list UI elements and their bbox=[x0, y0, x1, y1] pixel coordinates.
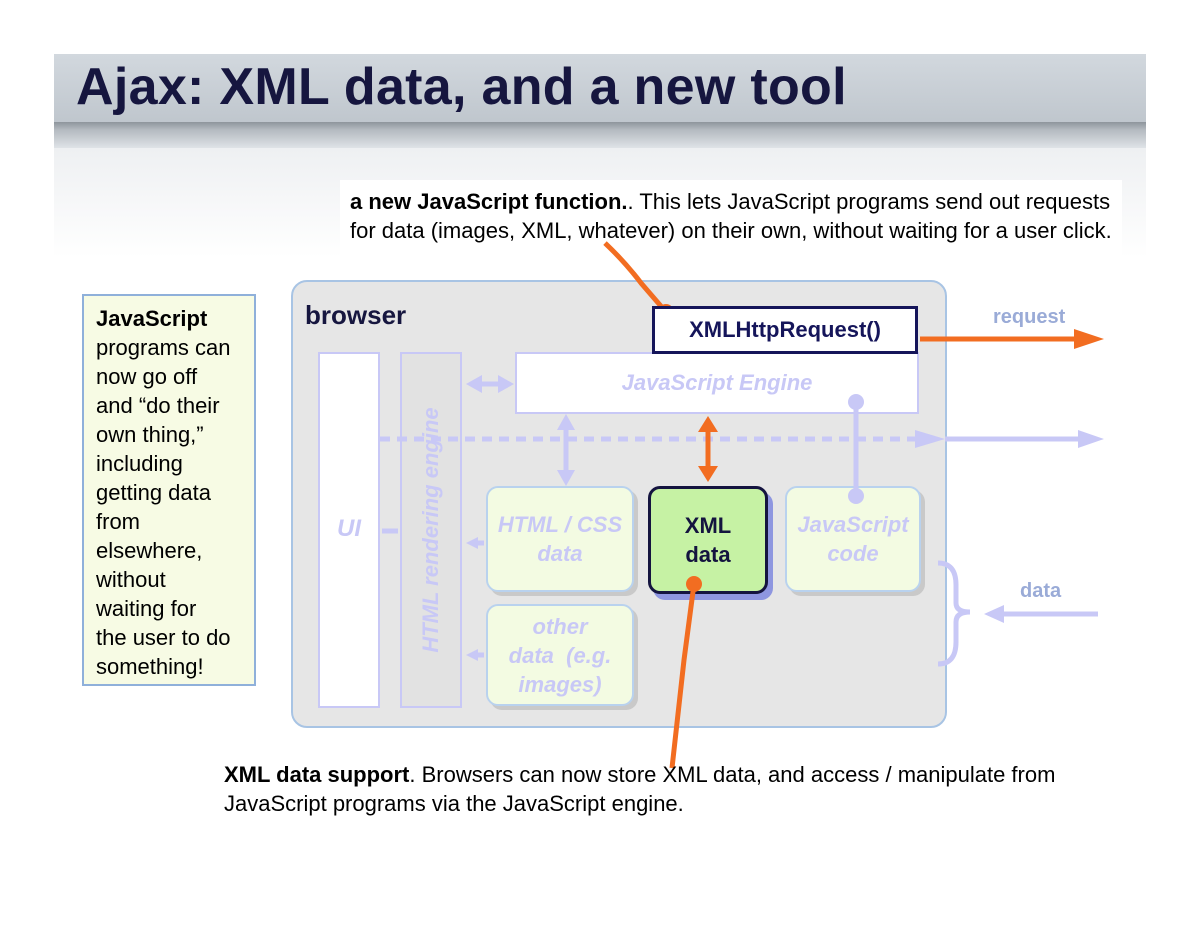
title-bar bbox=[54, 54, 1146, 124]
js-code-label: code bbox=[827, 541, 879, 566]
ui-label: UI bbox=[337, 515, 361, 542]
html-css-label: HTML / CSS bbox=[497, 512, 623, 537]
html-css-card: HTML / CSS data bbox=[486, 486, 634, 592]
side-note-lead: JavaScript bbox=[96, 306, 208, 331]
side-note-line: waiting for bbox=[96, 596, 197, 621]
side-note-line: getting data bbox=[96, 480, 211, 505]
connector-dot bbox=[848, 394, 864, 410]
arrowhead-icon bbox=[466, 537, 478, 549]
connector-dot bbox=[848, 488, 864, 504]
request-arrowhead-icon bbox=[1074, 329, 1104, 349]
ui-panel bbox=[318, 352, 380, 708]
callout-xml-text: . Browsers can now store XML data, and a… bbox=[224, 762, 1056, 816]
side-note-line: now go off bbox=[96, 364, 198, 389]
title-rule bbox=[54, 122, 1146, 148]
side-note-line: own thing,” bbox=[96, 422, 204, 447]
side-note-line: from bbox=[96, 509, 140, 534]
slide-title: Ajax: XML data, and a new tool bbox=[76, 58, 847, 116]
render-engine-panel bbox=[400, 352, 462, 708]
arrowhead-icon bbox=[698, 416, 718, 432]
js-engine-label: JavaScript Engine bbox=[621, 370, 813, 395]
request-label: request bbox=[993, 306, 1066, 328]
arrowhead-icon bbox=[984, 605, 1004, 623]
arrowhead-icon bbox=[466, 649, 478, 661]
data-label: data bbox=[1020, 580, 1062, 602]
arrowhead-icon bbox=[1078, 430, 1104, 448]
xhr-label: XMLHttpRequest() bbox=[689, 317, 881, 342]
other-data-label: data (e.g. bbox=[508, 642, 612, 668]
xml-data-card: XML data bbox=[648, 486, 768, 594]
side-note-line: elsewhere, bbox=[96, 538, 203, 563]
xml-data-label: data bbox=[685, 542, 731, 567]
js-code-card: JavaScript code bbox=[785, 486, 921, 592]
side-note-line: including bbox=[96, 451, 183, 476]
side-note-line: the user to do bbox=[96, 625, 231, 650]
arrowhead-icon bbox=[698, 466, 718, 482]
callout-xhr-lead: a new JavaScript function. bbox=[350, 189, 628, 214]
arrowhead-icon bbox=[915, 430, 945, 448]
side-note-line: something! bbox=[96, 654, 204, 679]
callout-xml-leader bbox=[669, 583, 697, 769]
browser-label: browser bbox=[305, 300, 407, 330]
arrowhead-icon bbox=[557, 414, 575, 430]
arrowhead-icon bbox=[466, 375, 482, 393]
leader-dot bbox=[686, 576, 702, 592]
callout-xhr: a new JavaScript function.. This lets Ja… bbox=[340, 180, 1122, 278]
other-data-label: images) bbox=[518, 671, 602, 697]
callout-xhr-text: . This lets JavaScript programs send out… bbox=[350, 189, 1112, 243]
side-note-line: programs can bbox=[96, 335, 231, 360]
callout-xml-lead: XML data support bbox=[224, 762, 410, 787]
js-code-label: JavaScript bbox=[797, 512, 909, 537]
side-note: JavaScript programs can now go off and “… bbox=[82, 294, 256, 686]
callout-xml: XML data support. Browsers can now store… bbox=[224, 760, 1124, 818]
xml-data-label: XML bbox=[684, 513, 732, 538]
other-data-label: other bbox=[532, 613, 588, 639]
data-brace bbox=[937, 560, 971, 667]
side-note-line: without bbox=[96, 567, 166, 592]
html-css-label: data bbox=[537, 541, 583, 566]
arrowhead-icon bbox=[498, 375, 514, 393]
other-data-card: other data (e.g. images) bbox=[486, 604, 634, 706]
callout-xhr-leader bbox=[603, 241, 668, 314]
arrowhead-icon bbox=[557, 470, 575, 486]
side-note-line: and “do their bbox=[96, 393, 220, 418]
xhr-box: XMLHttpRequest() bbox=[652, 306, 918, 354]
